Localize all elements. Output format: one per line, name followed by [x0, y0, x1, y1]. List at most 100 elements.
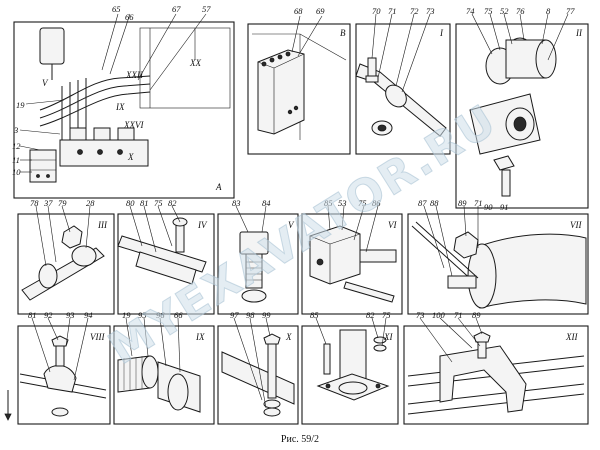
double-clamp	[439, 345, 527, 413]
panel-VIII-label: VIII	[90, 332, 105, 342]
callout-97: 97	[230, 310, 239, 320]
panel-IV-label: IV	[197, 220, 208, 230]
bolt	[367, 57, 377, 77]
callout-57: 57	[202, 4, 211, 14]
figure-caption: Рис. 59/2	[281, 434, 319, 445]
distributor-block	[59, 139, 149, 167]
callout-19: 19	[16, 100, 25, 110]
panel-V-label: V	[288, 220, 295, 230]
callout-100: 100	[432, 310, 446, 320]
panel-IX-label: IX	[195, 332, 205, 342]
panel-VIII: 81 92 93 94 VIII	[4, 310, 111, 425]
reservoir	[39, 27, 65, 65]
callout-V: V	[42, 78, 49, 88]
callout-66b: 66	[174, 310, 183, 320]
callout-90: 90	[484, 202, 493, 212]
callout-89: 89	[458, 198, 467, 208]
callout-75b: 75	[154, 198, 163, 208]
callout-3: 3	[13, 125, 18, 135]
panel-VI: 85 53 75 86 VI	[301, 198, 403, 315]
callout-X: X	[127, 152, 134, 162]
callout-75c: 75	[358, 198, 367, 208]
callout-37: 37	[43, 198, 53, 208]
direction-arrow-icon	[4, 413, 12, 421]
cylinder-barrel	[479, 233, 587, 309]
callout-83: 83	[232, 198, 241, 208]
callout-72: 72	[410, 6, 419, 16]
callout-92: 92	[44, 310, 53, 320]
callout-85b: 85	[310, 310, 319, 320]
panel-I: 70 71 72 73 I	[355, 6, 451, 155]
callout-75d: 75	[382, 310, 391, 320]
clamp-block	[309, 225, 361, 285]
callout-84: 84	[262, 198, 271, 208]
callout-86: 86	[372, 198, 381, 208]
callout-53: 53	[338, 198, 347, 208]
panel-IV: 80 81 75 82 IV	[117, 198, 215, 315]
callout-65: 65	[112, 4, 121, 14]
callout-28: 28	[86, 198, 95, 208]
callout-52: 52	[500, 6, 509, 16]
callout-77: 77	[566, 6, 575, 16]
panel-X-label: X	[285, 332, 292, 342]
callout-XX: XX	[189, 58, 201, 68]
panel-XI-label: XI	[383, 332, 393, 342]
panel-X: 97 98 99 X	[217, 310, 299, 425]
callout-73b: 73	[416, 310, 425, 320]
panel-III: 78 37 79 28 III	[17, 198, 115, 315]
callout-XXVI: XXVI	[123, 120, 144, 130]
panel-III-label: III	[97, 220, 108, 230]
callout-71b: 71	[474, 198, 483, 208]
callout-74: 74	[466, 6, 475, 16]
panel-B: 68 69 В	[247, 6, 351, 155]
callout-78: 78	[30, 198, 39, 208]
panel-VII: 87 88 89 71 VII	[407, 198, 589, 315]
callout-8: 8	[546, 6, 551, 16]
callout-91: 91	[500, 202, 509, 212]
callout-10: 10	[12, 167, 21, 177]
callout-66: 66	[125, 12, 134, 22]
callout-73: 73	[426, 6, 435, 16]
callout-71c: 71	[454, 310, 463, 320]
callout-85: 85	[324, 198, 333, 208]
callout-80: 80	[126, 198, 135, 208]
callout-75: 75	[484, 6, 493, 16]
callout-70: 70	[372, 6, 381, 16]
clamp-bolt-head	[453, 231, 479, 259]
panel-II-label: II	[575, 28, 583, 38]
valve-block	[257, 49, 305, 135]
callout-82b: 82	[366, 310, 375, 320]
callout-99: 99	[262, 310, 271, 320]
callout-94: 94	[84, 310, 93, 320]
callout-88: 88	[430, 198, 439, 208]
panel-XII: 73 100 71 89 XII	[403, 310, 589, 425]
bracket	[117, 235, 207, 273]
panel-VII-label: VII	[570, 220, 582, 230]
callout-81b: 81	[28, 310, 37, 320]
flange-bolt	[501, 169, 511, 197]
panel-XII-label: XII	[565, 332, 578, 342]
panel-A-label: A	[215, 182, 222, 192]
callout-12: 12	[12, 141, 21, 151]
tie-bolt	[343, 281, 395, 303]
callout-IX: IX	[115, 102, 125, 112]
callout-89b: 89	[472, 310, 481, 320]
callout-87: 87	[418, 198, 427, 208]
callout-76: 76	[516, 6, 525, 16]
callout-11: 11	[12, 155, 20, 165]
callout-XXII: XXII	[125, 70, 144, 80]
panel-II: 74 75 52 76 8 77 90 91 II	[455, 6, 589, 212]
callout-81: 81	[140, 198, 149, 208]
nut	[71, 245, 97, 267]
stud-bolt	[267, 337, 277, 399]
panel-B-label: В	[340, 28, 346, 38]
panel-VI-label: VI	[388, 220, 397, 230]
coupling-nut	[167, 373, 189, 411]
callout-69: 69	[316, 6, 325, 16]
panel-I-label: I	[439, 28, 444, 38]
pipe-clamp	[43, 365, 77, 393]
callout-82: 82	[168, 198, 177, 208]
callout-93: 93	[66, 310, 75, 320]
callout-71: 71	[388, 6, 397, 16]
